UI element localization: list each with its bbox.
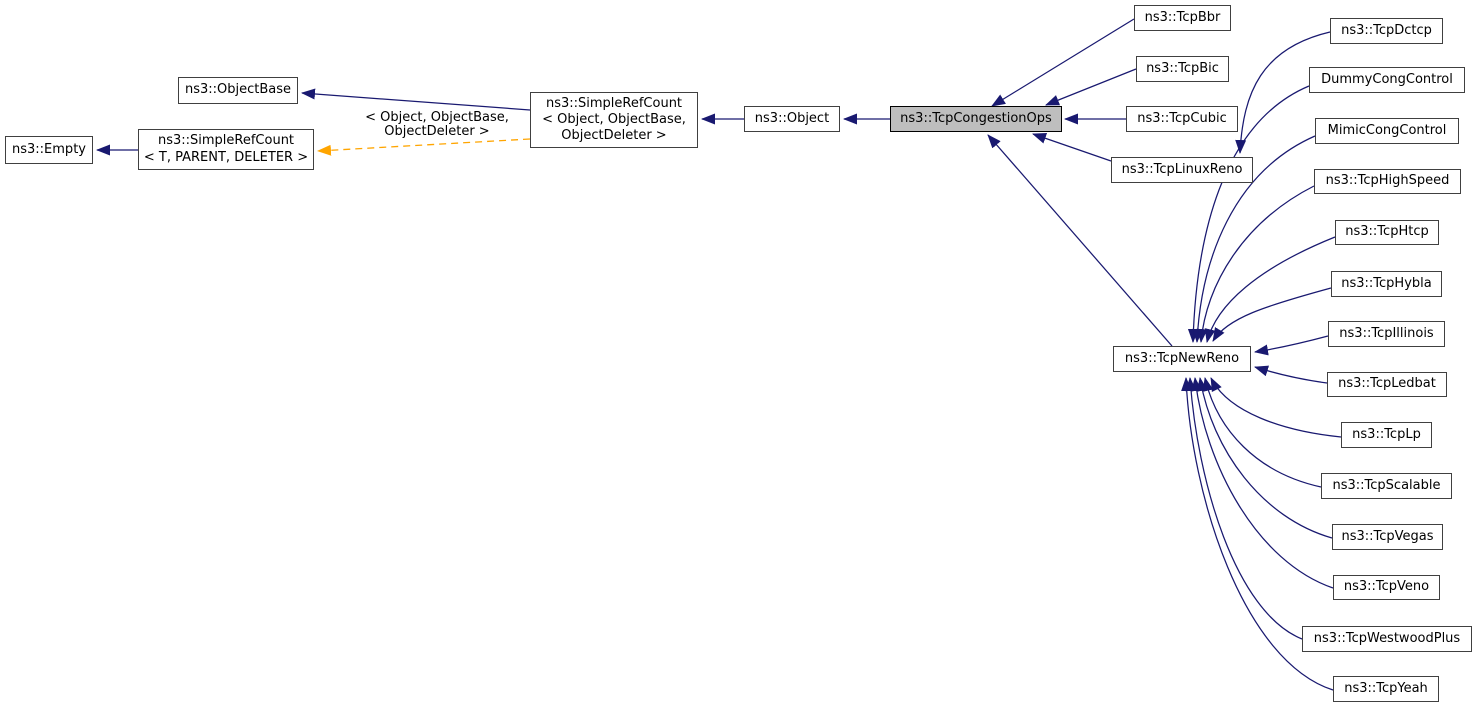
template-args-line2: ObjectDeleter > xyxy=(384,123,490,139)
class-label: ns3::TcpLinuxReno xyxy=(1121,161,1243,177)
class-node-tcplp[interactable]: ns3::TcpLp xyxy=(1341,422,1432,448)
edge-template-instantiation xyxy=(317,138,531,156)
class-label: ns3::TcpHighSpeed xyxy=(1325,173,1450,189)
class-label: ns3::Empty xyxy=(12,141,86,157)
class-node-tcpnewreno[interactable]: ns3::TcpNewReno xyxy=(1113,346,1251,372)
class-label: ns3::TcpWestwoodPlus xyxy=(1313,630,1461,646)
edge-mimiccongcontrol-to-tcpnewreno xyxy=(1192,135,1316,343)
class-label: ns3::Object xyxy=(754,110,830,126)
class-label: ns3::TcpCongestionOps xyxy=(900,110,1052,126)
edge-tcpbbr-to-tcpcongestionops xyxy=(991,18,1135,107)
edge-tcplp-to-tcpnewreno xyxy=(1210,377,1342,438)
class-label: ns3::TcpHtcp xyxy=(1345,224,1429,240)
class-label: ns3::TcpScalable xyxy=(1332,477,1441,493)
edge-tcpnewreno-to-tcpcongestionops xyxy=(987,134,1173,347)
class-label: DummyCongControl xyxy=(1321,71,1453,87)
edge-tcplinuxreno-to-tcpcongestionops xyxy=(1032,133,1112,162)
class-label: ns3::TcpBic xyxy=(1146,60,1219,76)
class-node-tcpdctcp[interactable]: ns3::TcpDctcp xyxy=(1330,18,1443,44)
edge-tcpillinois-to-tcpnewreno xyxy=(1254,335,1329,356)
class-label: ns3::TcpVegas xyxy=(1341,528,1434,544)
class-label: ns3::TcpIllinois xyxy=(1339,325,1434,341)
class-label: ns3::TcpBbr xyxy=(1144,9,1221,25)
class-node-objectbase[interactable]: ns3::ObjectBase xyxy=(178,77,298,104)
class-label: ns3::TcpHybla xyxy=(1341,275,1432,291)
class-node-simplerefcount-t[interactable]: ns3::SimpleRefCount < T, PARENT, DELETER… xyxy=(138,129,314,170)
class-node-tcpvegas[interactable]: ns3::TcpVegas xyxy=(1332,524,1443,550)
class-node-tcphighspeed[interactable]: ns3::TcpHighSpeed xyxy=(1314,169,1461,194)
class-node-dummycongcontrol[interactable]: DummyCongControl xyxy=(1309,67,1465,93)
class-node-tcpbic[interactable]: ns3::TcpBic xyxy=(1136,56,1229,82)
class-node-tcpcongestionops-current: ns3::TcpCongestionOps xyxy=(890,106,1062,132)
edge-tcpveno-to-tcpnewreno xyxy=(1191,377,1334,589)
class-label-line3: ObjectDeleter > xyxy=(561,128,667,144)
class-node-tcpcubic[interactable]: ns3::TcpCubic xyxy=(1126,106,1238,132)
class-node-tcpscalable[interactable]: ns3::TcpScalable xyxy=(1321,473,1452,499)
class-node-tcpbbr[interactable]: ns3::TcpBbr xyxy=(1134,5,1231,31)
class-label: ns3::TcpLedbat xyxy=(1338,376,1436,392)
class-label-line2: < Object, ObjectBase, xyxy=(542,111,686,127)
class-node-tcpyeah[interactable]: ns3::TcpYeah xyxy=(1333,676,1439,702)
edge-simplerefcountObj-to-objectbase xyxy=(301,88,531,111)
class-node-tcpillinois[interactable]: ns3::TcpIllinois xyxy=(1328,321,1445,347)
edge-tcpscalable-to-tcpnewreno xyxy=(1202,377,1322,488)
class-label-line2: < T, PARENT, DELETER > xyxy=(143,149,309,165)
edge-tcpwestwoodplus-to-tcpnewreno xyxy=(1185,377,1303,640)
edge-tcpbic-to-tcpcongestionops xyxy=(1045,68,1137,106)
class-label: ns3::TcpNewReno xyxy=(1124,350,1240,366)
class-node-tcphtcp[interactable]: ns3::TcpHtcp xyxy=(1335,220,1439,245)
edge-dummycongcontrol-to-tcpnewreno xyxy=(1187,85,1310,343)
class-label: ns3::TcpDctcp xyxy=(1341,22,1432,38)
class-node-tcpveno[interactable]: ns3::TcpVeno xyxy=(1333,575,1440,600)
class-node-object[interactable]: ns3::Object xyxy=(744,106,840,132)
class-node-empty[interactable]: ns3::Empty xyxy=(5,136,93,164)
template-args-line1: < Object, ObjectBase, xyxy=(365,110,509,125)
edge-tcpvegas-to-tcpnewreno xyxy=(1196,377,1333,539)
class-node-simplerefcount-object[interactable]: ns3::SimpleRefCount < Object, ObjectBase… xyxy=(530,92,698,148)
class-node-tcplinuxreno[interactable]: ns3::TcpLinuxReno xyxy=(1111,157,1253,183)
edge-tcpyeah-to-tcpnewreno xyxy=(1181,377,1334,691)
class-node-tcpwestwoodplus[interactable]: ns3::TcpWestwoodPlus xyxy=(1302,626,1472,652)
class-node-tcphybla[interactable]: ns3::TcpHybla xyxy=(1331,271,1442,297)
class-label: ns3::ObjectBase xyxy=(184,82,292,98)
class-label: ns3::TcpYeah xyxy=(1344,680,1428,696)
class-label: MimicCongControl xyxy=(1327,122,1447,138)
class-label-line1: ns3::SimpleRefCount xyxy=(157,133,295,149)
edge-tcphtcp-to-tcpnewreno xyxy=(1204,236,1336,343)
class-node-mimiccongcontrol[interactable]: MimicCongControl xyxy=(1315,118,1459,144)
class-label: ns3::TcpCubic xyxy=(1137,110,1227,126)
edge-tcphighspeed-to-tcpnewreno xyxy=(1196,185,1315,343)
class-label: ns3::TcpVeno xyxy=(1343,579,1430,595)
class-label-line1: ns3::SimpleRefCount xyxy=(545,95,683,111)
class-label: ns3::TcpLp xyxy=(1352,426,1421,442)
edge-tcpdctcp-to-tcplinuxreno xyxy=(1235,31,1331,154)
edge-tcpledbat-to-tcpnewreno xyxy=(1254,365,1328,384)
template-args-label: < Object, ObjectBase, ObjectDeleter > xyxy=(337,111,537,138)
edge-tcphybla-to-tcpnewreno xyxy=(1212,287,1332,342)
class-node-tcpledbat[interactable]: ns3::TcpLedbat xyxy=(1327,372,1447,397)
